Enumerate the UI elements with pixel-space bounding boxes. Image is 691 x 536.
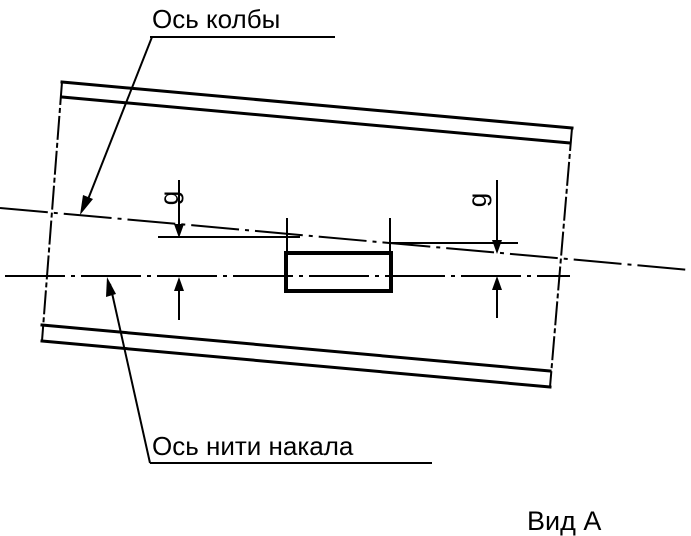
filament xyxy=(284,218,393,293)
bulb-tube xyxy=(40,80,574,389)
view-label: Вид А xyxy=(527,506,601,536)
bulb-axis-leader xyxy=(84,36,153,208)
arrowhead-icon xyxy=(80,195,93,215)
dimension-g-right xyxy=(390,180,518,318)
axes xyxy=(0,207,691,277)
dim-left-label: g xyxy=(154,191,184,205)
leader-bulb-axis xyxy=(80,36,335,215)
bulb-axis-label: Ось колбы xyxy=(152,4,280,34)
tube-bottom-wall-inner xyxy=(40,323,552,373)
tube-bottom-wall-outer xyxy=(40,339,552,389)
arrow-up-icon xyxy=(492,276,502,290)
tube-right-break xyxy=(548,126,574,389)
dim-right-label: g xyxy=(462,193,492,207)
tube-top-wall-inner xyxy=(60,95,572,145)
tube-top-wall-outer xyxy=(60,80,574,130)
arrowhead-icon xyxy=(106,277,116,297)
arrow-down-icon xyxy=(174,224,184,238)
arrow-up-icon xyxy=(174,277,184,291)
arrow-down-icon xyxy=(492,240,502,254)
filament-body xyxy=(284,251,393,293)
filament-axis-leader xyxy=(109,283,151,464)
filament-axis-label: Ось нити накала xyxy=(152,431,354,461)
leader-filament-axis xyxy=(106,277,432,464)
tube-left-break xyxy=(40,80,64,343)
dimension-g-left xyxy=(158,180,300,320)
bulb-axis-line xyxy=(0,207,691,271)
